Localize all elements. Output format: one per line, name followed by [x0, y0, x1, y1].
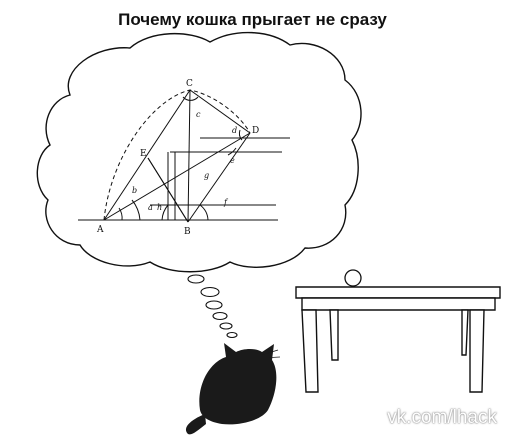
point-label-d: D [252, 126, 259, 136]
table-apron [301, 297, 496, 311]
angle-label-g: g [204, 171, 209, 180]
geometry-diagram [78, 89, 290, 223]
table-leg-inner-right [461, 309, 469, 356]
table-leg-left [301, 309, 319, 393]
table-top [295, 286, 501, 299]
angle-label-c: c [196, 110, 201, 119]
point-label-e: E [140, 149, 147, 159]
angle-label-d: d [232, 126, 237, 135]
point-label-a: A [96, 225, 104, 235]
angle-label-e: e [230, 156, 235, 165]
point-label-b: B [184, 227, 191, 237]
table-leg-inner-left [329, 309, 339, 361]
thought-bubble [36, 31, 362, 273]
angle-label-f: f [223, 198, 229, 207]
angle-label-b: b [132, 186, 137, 195]
cat-whiskers [261, 349, 281, 359]
table-leg-right [469, 309, 485, 393]
ball [344, 269, 362, 287]
angle-label-h: h [157, 203, 162, 212]
thought-trail [187, 274, 238, 339]
angle-label-a: a [148, 203, 153, 212]
point-label-c: C [186, 79, 193, 89]
watermark: vk.com/lhack [387, 407, 497, 428]
cat [185, 343, 277, 435]
table [295, 286, 501, 393]
page-title: Почему кошка прыгает не сразу [118, 10, 387, 29]
